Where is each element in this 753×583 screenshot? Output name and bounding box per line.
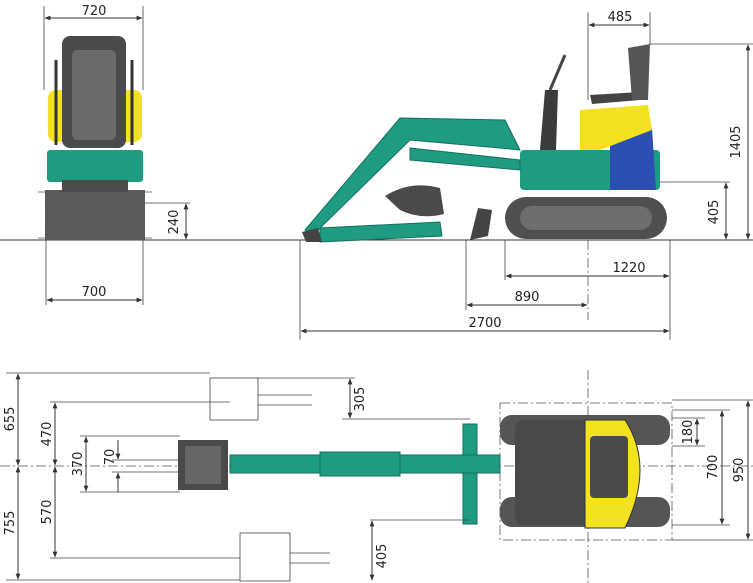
side-bucket	[385, 185, 444, 217]
top-shoe-width-label: 180	[681, 420, 696, 445]
top-left-370-label: 370	[71, 452, 86, 477]
side-blade	[470, 208, 492, 240]
side-cab-height-label: 1405	[729, 125, 744, 158]
top-boom-upper-label: 305	[353, 387, 368, 412]
top-left-70-label: 70	[103, 449, 118, 466]
top-left-755-label: 755	[3, 511, 18, 536]
top-track-gauge-label: 700	[706, 455, 721, 480]
front-view: 720 700 240	[0, 4, 300, 305]
top-body-gray	[515, 420, 595, 525]
top-left-570-label: 570	[40, 500, 55, 525]
top-left-470-label: 470	[40, 422, 55, 447]
side-seat	[590, 92, 640, 104]
side-body-blue	[610, 128, 656, 190]
side-body-yellow	[580, 105, 652, 150]
side-overall-length-label: 2700	[468, 316, 501, 331]
front-width-bottom-label: 700	[82, 285, 107, 300]
top-overall-width-label: 950	[732, 458, 747, 483]
side-arm	[319, 221, 443, 243]
side-deck-height-label: 405	[707, 200, 722, 225]
top-boom-lower-label: 405	[375, 544, 390, 569]
front-body-teal	[47, 150, 143, 182]
front-track	[45, 190, 145, 240]
top-view: 305 405 655 755 470 570 370 70 180	[0, 370, 753, 583]
front-width-top-label: 720	[82, 4, 107, 19]
top-left-655-label: 655	[3, 407, 18, 432]
side-blade-distance-label: 890	[515, 290, 540, 305]
top-blade	[462, 423, 478, 525]
front-track-height-label: 240	[167, 210, 182, 235]
side-track-length-label: 1220	[612, 261, 645, 276]
side-seat-offset-label: 485	[608, 10, 633, 25]
side-view: 485 1405 405 1220 890 2700	[299, 10, 753, 340]
